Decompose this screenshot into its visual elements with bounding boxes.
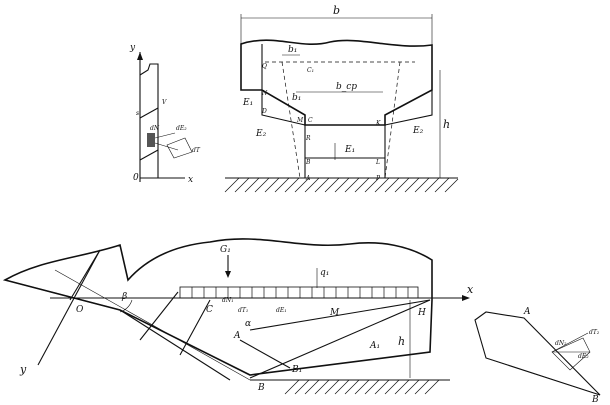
dashed-wedge-lines — [265, 61, 415, 179]
label-n: N — [261, 90, 268, 97]
label-b-bottom: B — [257, 383, 265, 393]
label-v: V — [162, 99, 167, 106]
label-de-top: dE₂ — [176, 125, 187, 132]
label-l: L — [375, 159, 380, 166]
label-dn-top: dN — [150, 125, 160, 132]
label-dt1: dT₁ — [238, 307, 248, 314]
element-outline — [474, 311, 601, 396]
label-b1-top: b₁ — [288, 45, 297, 55]
label-de2: dE₂ — [578, 353, 589, 360]
slope-face — [4, 279, 231, 381]
bottom-slope-diagram: q₁ G₁ x y O β α h A A₁ B B₁ C M H dN₁ dT… — [2, 238, 474, 395]
label-y-top: y — [129, 43, 136, 53]
label-b: b — [333, 4, 340, 17]
force-de — [154, 132, 176, 139]
bottom-right-element: A B dT₂ dN₂ dE₂ — [474, 307, 601, 405]
inner-line — [239, 339, 291, 369]
ground-hatch-top — [224, 177, 459, 193]
side-walls — [261, 90, 433, 126]
label-e1-top: E₁ — [242, 98, 253, 108]
label-m-bottom: M — [329, 308, 340, 318]
slope-body-outline — [2, 238, 433, 376]
label-d: D — [261, 108, 267, 115]
label-q: Q — [262, 63, 267, 70]
force-dt2 — [551, 332, 589, 353]
label-o-top: 0 — [133, 173, 139, 183]
ground-hatch-bottom — [284, 379, 440, 395]
label-e2-left: E₂ — [255, 129, 267, 139]
label-de1: dE₁ — [276, 307, 287, 314]
slip-line-1 — [139, 107, 159, 119]
label-h-point: H — [417, 308, 426, 318]
label-dt2: dT₂ — [589, 329, 600, 336]
label-e2-right: E₂ — [412, 126, 424, 136]
arc-beta — [119, 299, 133, 313]
slice-line-3 — [179, 299, 211, 356]
label-x-bottom: x — [467, 283, 474, 296]
section-top-outline — [240, 39, 433, 126]
label-dn2: dN₂ — [555, 340, 567, 347]
label-e1-mid: E₁ — [344, 145, 355, 155]
label-b-small: B — [591, 395, 599, 405]
label-a1-bottom: A₁ — [369, 341, 380, 351]
y-axis-arrow — [137, 52, 143, 60]
label-dt-top: dT — [192, 147, 201, 154]
y-axis-bottom — [37, 249, 101, 366]
label-b-pillar: B — [305, 159, 311, 166]
label-c1: C₁ — [307, 67, 314, 74]
element-base — [485, 357, 601, 396]
slip-line-2 — [139, 149, 159, 161]
top-left-element-figure: y x 0 s V dE₂ dT dN — [129, 43, 201, 185]
label-alpha: α — [245, 319, 251, 329]
load-q1-strip — [179, 286, 419, 299]
arrow-g1-head — [225, 271, 231, 278]
failure-line — [249, 299, 431, 379]
label-b1-bottom: B₁ — [291, 365, 302, 375]
label-b1-mid: b₁ — [292, 93, 301, 103]
label-c-bottom: C — [206, 305, 213, 315]
label-g1: G₁ — [220, 245, 231, 255]
slope-profile — [139, 63, 159, 179]
top-cross-section: b b₁ b_ср b₁ Q C₁ N D M C R K B L A P E₁… — [224, 4, 459, 193]
label-a-bottom: A — [233, 331, 241, 341]
label-o-bottom: O — [76, 305, 84, 315]
label-q1: q₁ — [320, 268, 329, 278]
label-h-top: h — [443, 118, 450, 131]
label-m: M — [296, 117, 304, 124]
x-axis-bottom-arrow — [462, 295, 470, 301]
element-hatch — [147, 133, 155, 147]
label-r: R — [305, 135, 311, 142]
label-bcr: b_ср — [336, 82, 357, 92]
label-y-bottom: y — [19, 363, 27, 376]
slice-line-2 — [139, 291, 179, 341]
force-parallelogram — [166, 137, 193, 159]
label-a-small: A — [523, 307, 531, 317]
label-h-bottom: h — [398, 335, 405, 348]
force-dn — [154, 142, 179, 151]
label-x-top: x — [188, 175, 193, 185]
label-beta: β — [121, 292, 127, 302]
label-k: K — [375, 120, 381, 127]
label-dn1: dN₁ — [222, 297, 234, 304]
mid-line — [249, 299, 431, 331]
label-c: C — [308, 117, 313, 124]
label-s: s — [136, 110, 139, 117]
